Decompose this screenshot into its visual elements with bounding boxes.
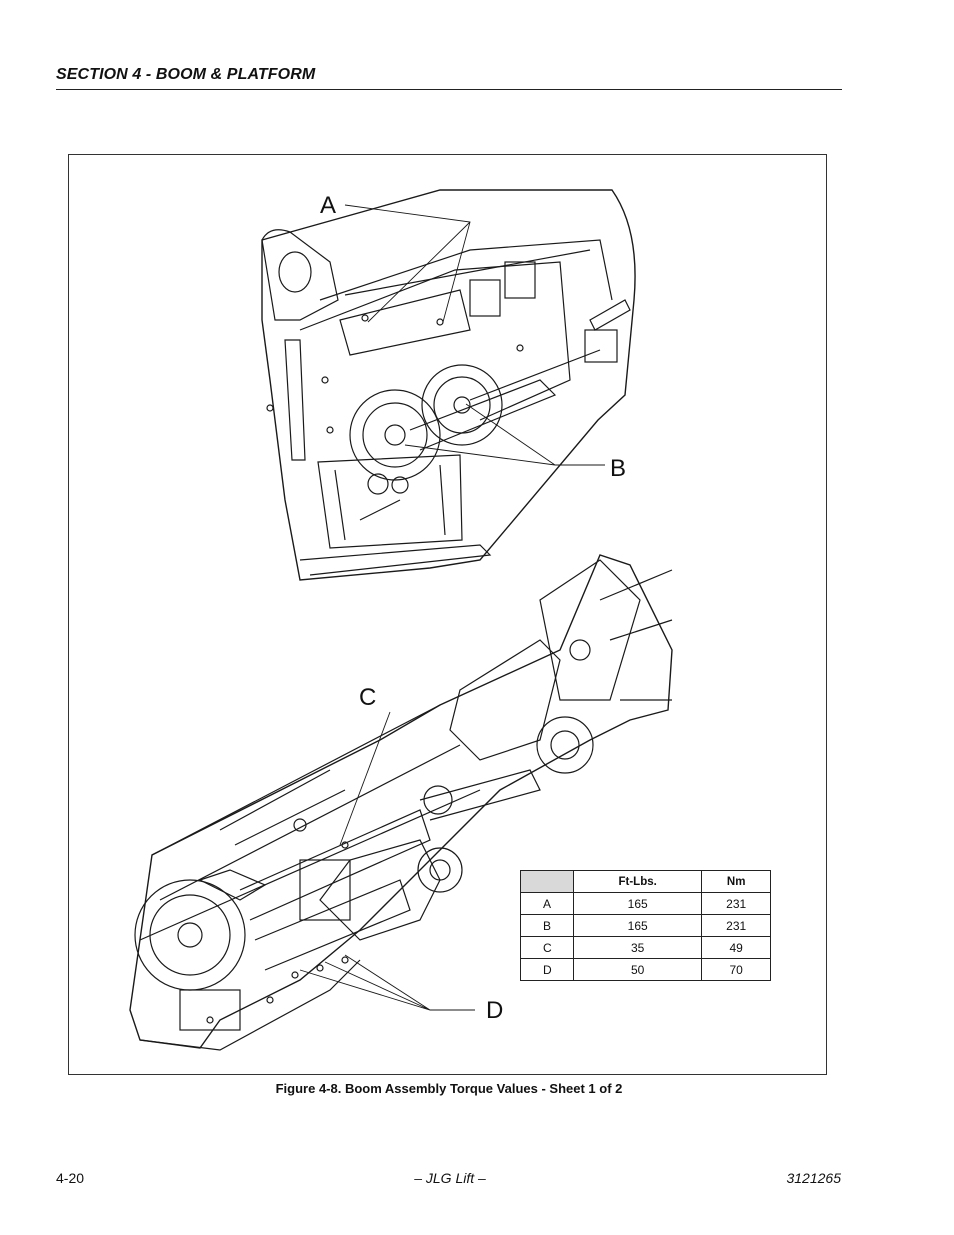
row-ft-lbs: 165 bbox=[572, 892, 703, 915]
callout-c-label: C bbox=[359, 684, 377, 711]
callout-a-label: A bbox=[320, 192, 337, 219]
boom-extension-illustration bbox=[129, 554, 673, 1051]
row-nm: 231 bbox=[701, 892, 771, 915]
footer-center-text: – JLG Lift – bbox=[414, 1170, 486, 1186]
callout-d-label: D bbox=[486, 997, 504, 1024]
row-nm: 231 bbox=[701, 914, 771, 937]
row-ft-lbs: 50 bbox=[572, 958, 703, 981]
boom-head-illustration bbox=[261, 189, 636, 581]
row-label: D bbox=[520, 958, 574, 981]
table-header-nm: Nm bbox=[701, 870, 771, 893]
row-label: A bbox=[520, 892, 574, 915]
table-row: B 165 231 bbox=[520, 914, 771, 937]
section-header: SECTION 4 - BOOM & PLATFORM bbox=[56, 66, 316, 83]
figure-caption: Figure 4-8. Boom Assembly Torque Values … bbox=[275, 1081, 623, 1096]
table-header-row: Ft-Lbs. Nm bbox=[520, 870, 771, 893]
callout-b-label: B bbox=[610, 455, 627, 482]
page-number: 4-20 bbox=[56, 1170, 85, 1186]
row-label: B bbox=[520, 914, 574, 937]
table-row: A 165 231 bbox=[520, 892, 771, 915]
torque-values-table: Ft-Lbs. Nm A 165 231 B 165 231 C 35 49 D… bbox=[520, 870, 771, 981]
row-nm: 49 bbox=[701, 936, 771, 959]
row-nm: 70 bbox=[701, 958, 771, 981]
row-ft-lbs: 165 bbox=[572, 914, 703, 937]
table-row: C 35 49 bbox=[520, 936, 771, 959]
table-header-blank bbox=[520, 870, 574, 893]
row-label: C bbox=[520, 936, 574, 959]
row-ft-lbs: 35 bbox=[572, 936, 703, 959]
header-rule bbox=[56, 89, 842, 90]
table-row: D 50 70 bbox=[520, 958, 771, 981]
figure-frame bbox=[68, 154, 827, 1075]
table-header-ft-lbs: Ft-Lbs. bbox=[572, 870, 703, 893]
document-number: 3121265 bbox=[786, 1170, 841, 1186]
